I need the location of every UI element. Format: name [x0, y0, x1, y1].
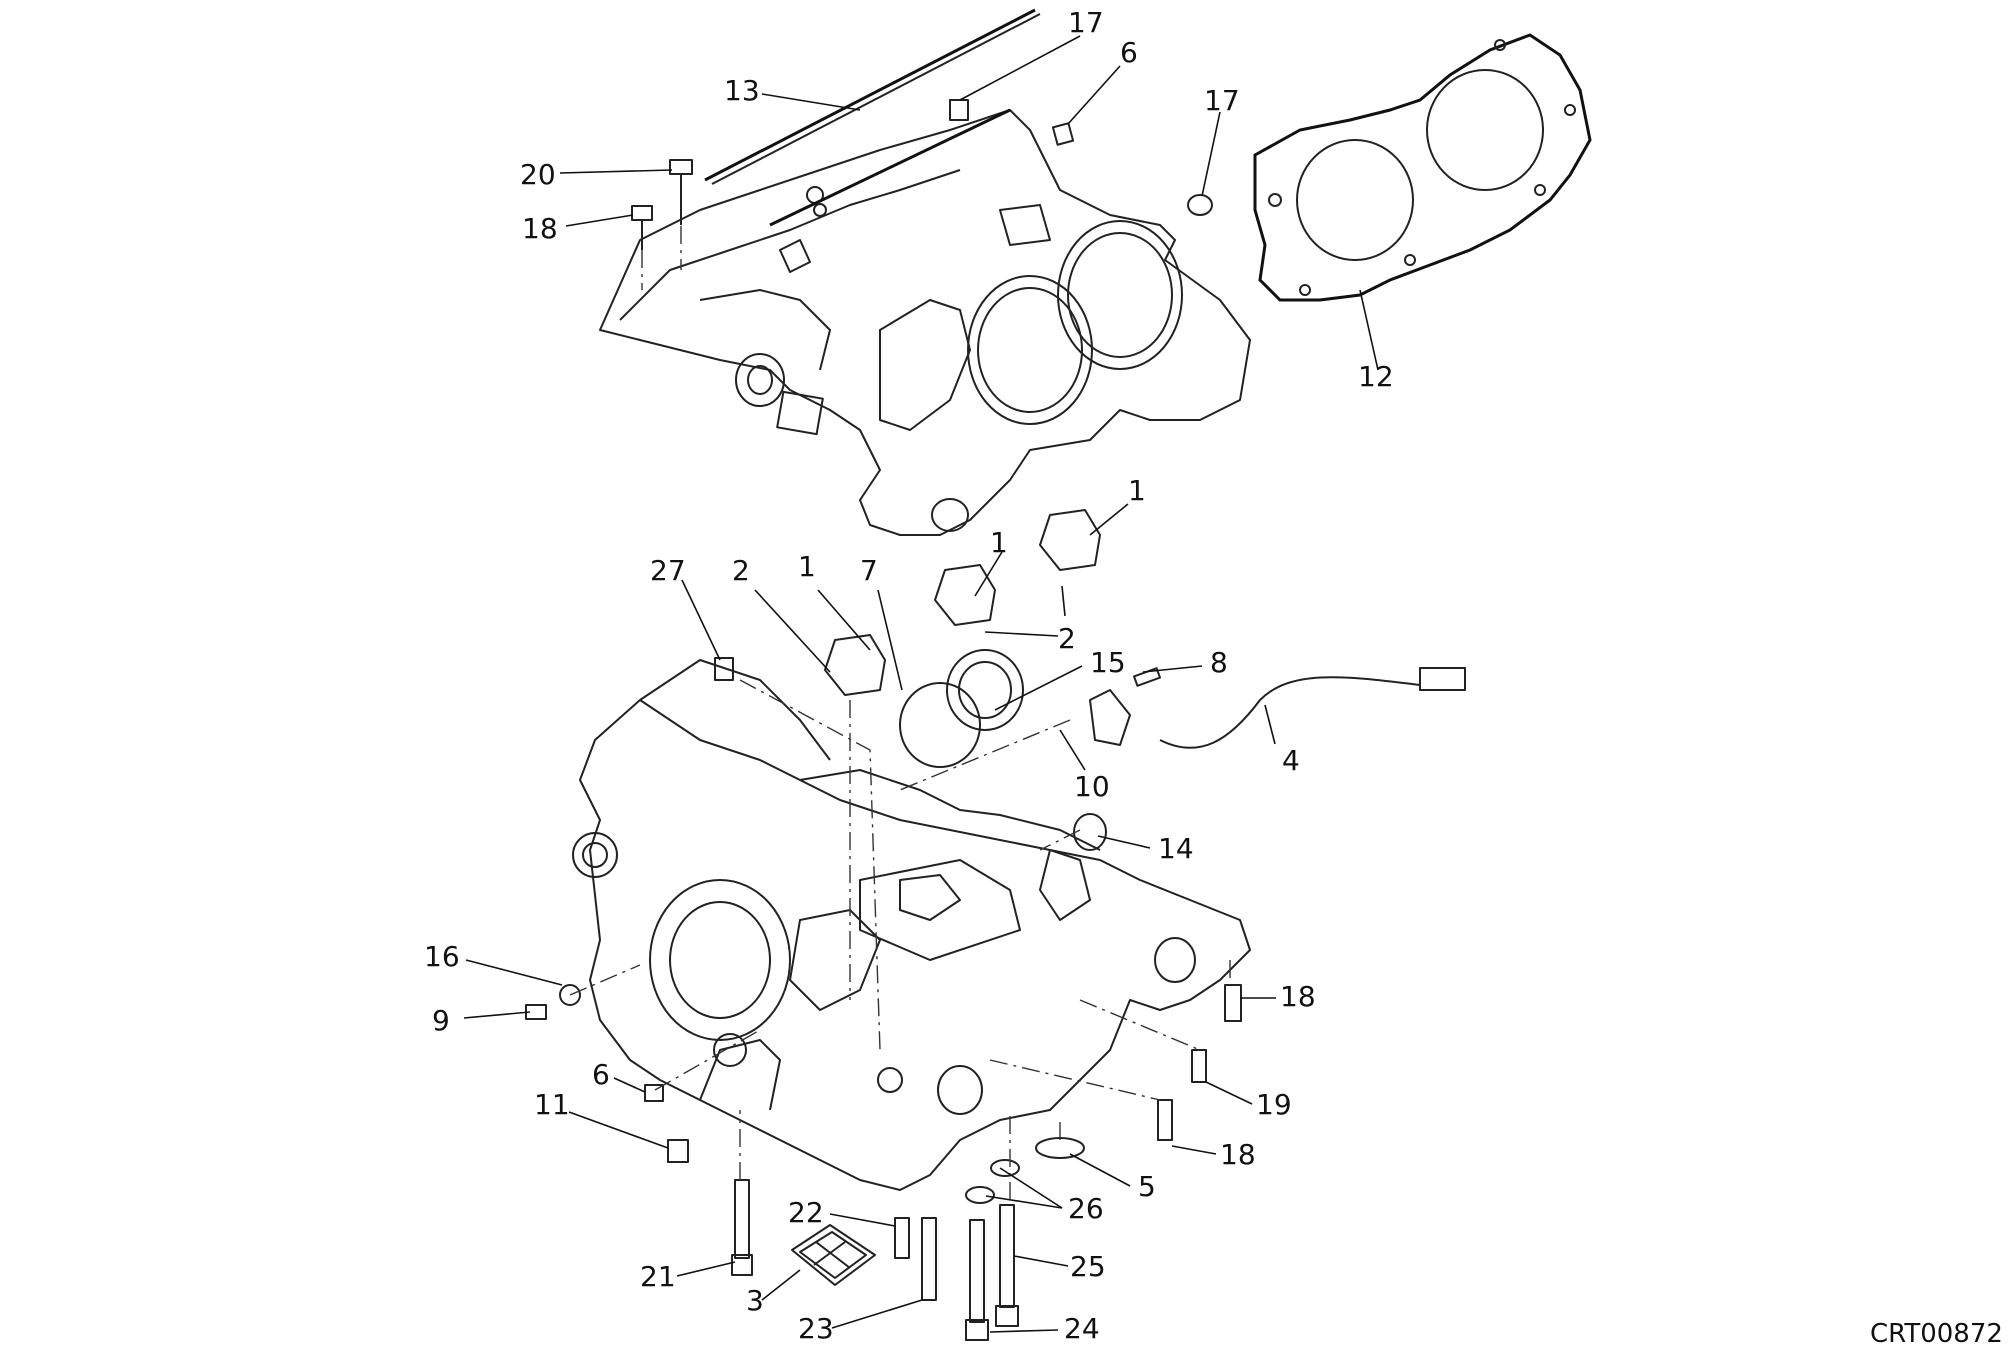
callout-20: 20 [520, 158, 556, 191]
callout-6-left: 6 [592, 1058, 610, 1091]
callout-17-top: 17 [1068, 6, 1104, 39]
callout-17-right: 17 [1204, 84, 1240, 117]
callout-18-bottom: 18 [1220, 1138, 1256, 1171]
callout-18-right: 18 [1280, 980, 1316, 1013]
callout-9: 9 [432, 1004, 450, 1037]
callout-22: 22 [788, 1196, 824, 1229]
callout-24: 24 [1064, 1312, 1100, 1345]
upper-fasteners [631, 99, 1213, 250]
callout-27: 27 [650, 554, 686, 587]
callout-14: 14 [1158, 832, 1194, 865]
callout-4: 4 [1282, 744, 1300, 777]
callout-18-top: 18 [522, 212, 558, 245]
callout-5: 5 [1138, 1170, 1156, 1203]
callout-3: 3 [746, 1284, 764, 1317]
callout-1-mid: 1 [990, 526, 1008, 559]
callout-23: 23 [798, 1312, 834, 1345]
sealant-strip [704, 8, 1041, 227]
callout-1-left: 1 [798, 550, 816, 583]
callout-21: 21 [640, 1260, 676, 1293]
drawing-code: CRT00872 [1870, 1319, 2003, 1349]
callout-12: 12 [1358, 360, 1394, 393]
callout-26: 26 [1068, 1192, 1104, 1225]
lower-fasteners [525, 984, 1242, 1341]
leader-lines [463, 35, 1379, 1333]
callout-11: 11 [534, 1088, 570, 1121]
callout-15: 15 [1090, 646, 1126, 679]
callout-1-right: 1 [1128, 474, 1146, 507]
upper-crankcase [599, 109, 1251, 536]
cylinder-head-gasket [1253, 33, 1592, 302]
callout-6-top: 6 [1120, 36, 1138, 69]
callout-2-left: 2 [732, 554, 750, 587]
main-bearings [714, 509, 1466, 851]
callout-8: 8 [1210, 646, 1228, 679]
callout-19: 19 [1256, 1088, 1292, 1121]
lower-crankcase [572, 659, 1251, 1191]
callout-13: 13 [724, 74, 760, 107]
callout-25: 25 [1070, 1250, 1106, 1283]
callout-10: 10 [1074, 770, 1110, 803]
callout-7: 7 [860, 554, 878, 587]
callout-16: 16 [424, 940, 460, 973]
callout-labels: 13 17 6 17 20 18 12 1 1 1 27 2 7 2 15 8 … [424, 6, 1394, 1345]
assembly-centerlines [569, 226, 1231, 1200]
callout-2-right: 2 [1058, 622, 1076, 655]
